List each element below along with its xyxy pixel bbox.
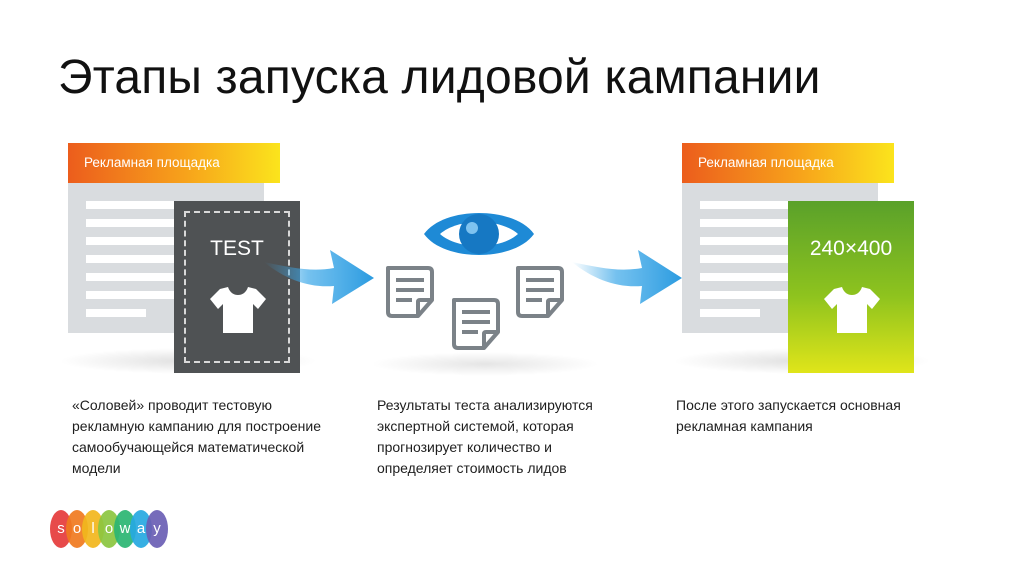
text-line: [86, 291, 176, 299]
test-banner-label: TEST: [210, 237, 264, 260]
text-line: [700, 291, 790, 299]
final-banner: 240×400: [788, 201, 914, 373]
text-line: [700, 255, 790, 263]
text-line: [86, 219, 176, 227]
text-line: [700, 309, 760, 317]
documents-shadow: [370, 352, 600, 376]
platform-header: Рекламная площадка: [682, 143, 894, 183]
text-line: [86, 255, 176, 263]
document-icon: [452, 298, 500, 350]
caption-analysis: Результаты теста анализируются экспертно…: [377, 397, 593, 476]
text-line: [700, 201, 790, 209]
text-line: [86, 309, 146, 317]
platform-header: Рекламная площадка: [68, 143, 280, 183]
text-line: [86, 237, 176, 245]
text-line: [700, 219, 790, 227]
caption-main-campaign: После этого запускается основная рекламн…: [676, 397, 901, 434]
page-title: Этапы запуска лидовой кампании: [58, 51, 821, 104]
tshirt-icon: [210, 287, 266, 333]
text-line: [86, 273, 176, 281]
text-line: [700, 237, 790, 245]
ad-platform-test: Рекламная площадка TEST: [58, 143, 318, 374]
final-banner-label: 240×400: [809, 237, 893, 260]
test-banner: TEST: [174, 201, 300, 373]
ad-platform-final: Рекламная площадка 240×400: [672, 143, 932, 374]
arrow-icon: [572, 250, 682, 304]
arrow-icon: [264, 250, 374, 304]
banner-dashed-border: [184, 211, 290, 363]
text-line: [86, 201, 176, 209]
caption-test-campaign: «Соловей» проводит тестовую рекламную ка…: [72, 397, 321, 476]
document-icon: [386, 266, 434, 318]
eye-icon: [424, 213, 534, 255]
text-line: [700, 273, 790, 281]
document-icon: [516, 266, 564, 318]
logo-letter: y: [146, 510, 168, 548]
tshirt-icon: [824, 287, 880, 333]
